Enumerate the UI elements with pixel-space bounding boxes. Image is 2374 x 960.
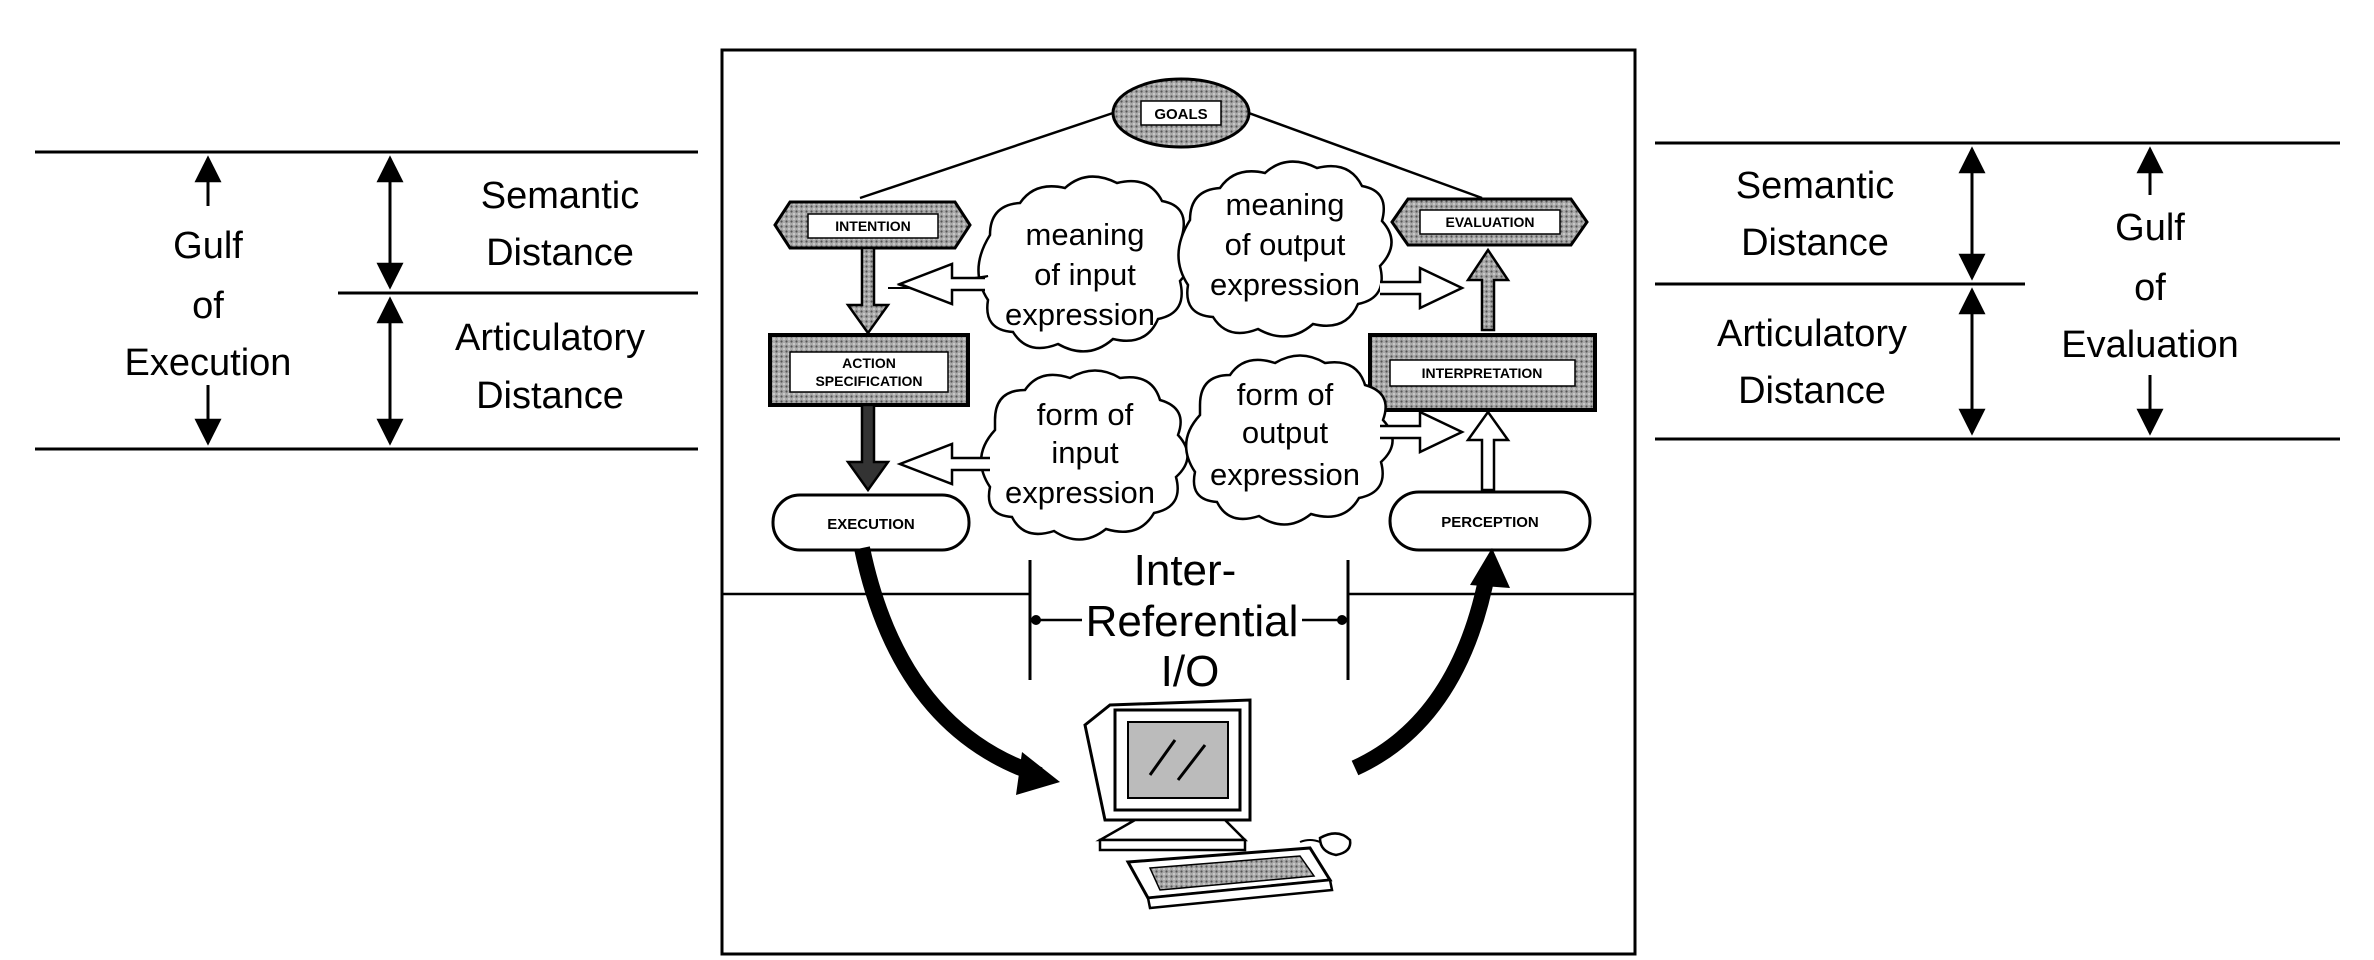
left-semantic-text-1: Semantic: [481, 175, 639, 217]
left-gulf-text-3: Execution: [125, 342, 292, 384]
evaluation-label-box: [1419, 209, 1561, 235]
execution-label: EXECUTION: [827, 516, 915, 533]
right-gulf-text-1: Gulf: [2115, 207, 2185, 249]
perception-to-interp-arrow: [1465, 409, 1511, 492]
action-spec-label-1: ACTION: [842, 355, 896, 371]
cloud-form-input-text-2: input: [1051, 435, 1119, 470]
cloud-meaning-output-text-2: of output: [1225, 227, 1346, 262]
cloud-meaning-output-text-1: meaning: [1226, 187, 1345, 222]
interp-to-evaluation-arrow: [1465, 247, 1511, 332]
io-text-2: Referential: [1086, 597, 1299, 646]
left-ruler: [35, 150, 698, 451]
form-output-arrow: [1380, 410, 1465, 454]
right-semantic-text-2: Distance: [1741, 222, 1889, 264]
action-spec-label-2: SPECIFICATION: [815, 373, 922, 389]
left-articulatory-text-2: Distance: [476, 375, 624, 417]
perception-label: PERCEPTION: [1441, 514, 1539, 531]
cloud-form-input-text-3: expression: [1005, 475, 1155, 510]
meaning-input-arrow: [896, 262, 985, 306]
io-dot-right: [1337, 615, 1347, 625]
cloud-form-output-text-1: form of: [1237, 377, 1334, 412]
intention-to-spec-arrow: [845, 246, 891, 336]
left-gulf-text-2: of: [192, 285, 224, 327]
execution-to-computer-arrow: [854, 546, 1043, 783]
right-ruler: [1655, 141, 2340, 441]
action-spec-label-box: [789, 351, 949, 393]
cloud-form-output-text-3: expression: [1210, 457, 1360, 492]
spec-to-execution-arrow: [845, 403, 891, 493]
interpretation-label: INTERPRETATION: [1422, 365, 1543, 381]
io-dot-left: [1031, 615, 1041, 625]
cloud-meaning-input-text-2: of input: [1034, 257, 1136, 292]
meaning-output-arrow: [1380, 266, 1465, 310]
computer-icon: [1083, 698, 1352, 910]
right-articulatory-text-2: Distance: [1738, 370, 1886, 412]
cloud-form-input-text-1: form of: [1037, 397, 1134, 432]
interpretation-label-box: [1389, 359, 1576, 387]
cloud-meaning-output-text-3: expression: [1210, 267, 1360, 302]
execution-node: [771, 493, 971, 552]
goals-to-evaluation-line: [1245, 110, 1483, 200]
cloud-form-output: [1184, 354, 1394, 526]
io-text-1: Inter-: [1134, 546, 1237, 595]
computer-to-perception-arrow: [1351, 568, 1496, 776]
right-gulf-text-3: Evaluation: [2061, 324, 2238, 366]
left-articulatory-text-1: Articulatory: [455, 317, 645, 359]
intention-label-box: [807, 213, 939, 239]
perception-node: [1388, 490, 1592, 552]
evaluation-label: EVALUATION: [1446, 214, 1535, 230]
cloud-form-output-text-2: output: [1242, 415, 1329, 450]
left-gulf-text-1: Gulf: [173, 225, 243, 267]
cloud-form-input: [979, 369, 1189, 541]
right-articulatory-text-1: Articulatory: [1717, 313, 1907, 355]
execution-arrowhead: [1016, 752, 1060, 795]
cloud-meaning-output: [1177, 160, 1393, 338]
left-semantic-text-2: Distance: [486, 232, 634, 274]
cloud-meaning-input-text-1: meaning: [1026, 217, 1145, 252]
right-gulf-text-2: of: [2134, 267, 2166, 309]
right-semantic-text-1: Semantic: [1736, 165, 1894, 207]
perception-arrowhead: [1470, 548, 1510, 588]
goals-label: GOALS: [1154, 106, 1207, 123]
io-text-3: I/O: [1161, 647, 1220, 696]
form-input-arrow: [896, 442, 990, 486]
goals-to-intention-line: [859, 110, 1117, 200]
intention-label: INTENTION: [835, 218, 910, 234]
goals-label-box: [1140, 100, 1222, 126]
cloud-meaning-input-text-3: expression: [1005, 297, 1155, 332]
